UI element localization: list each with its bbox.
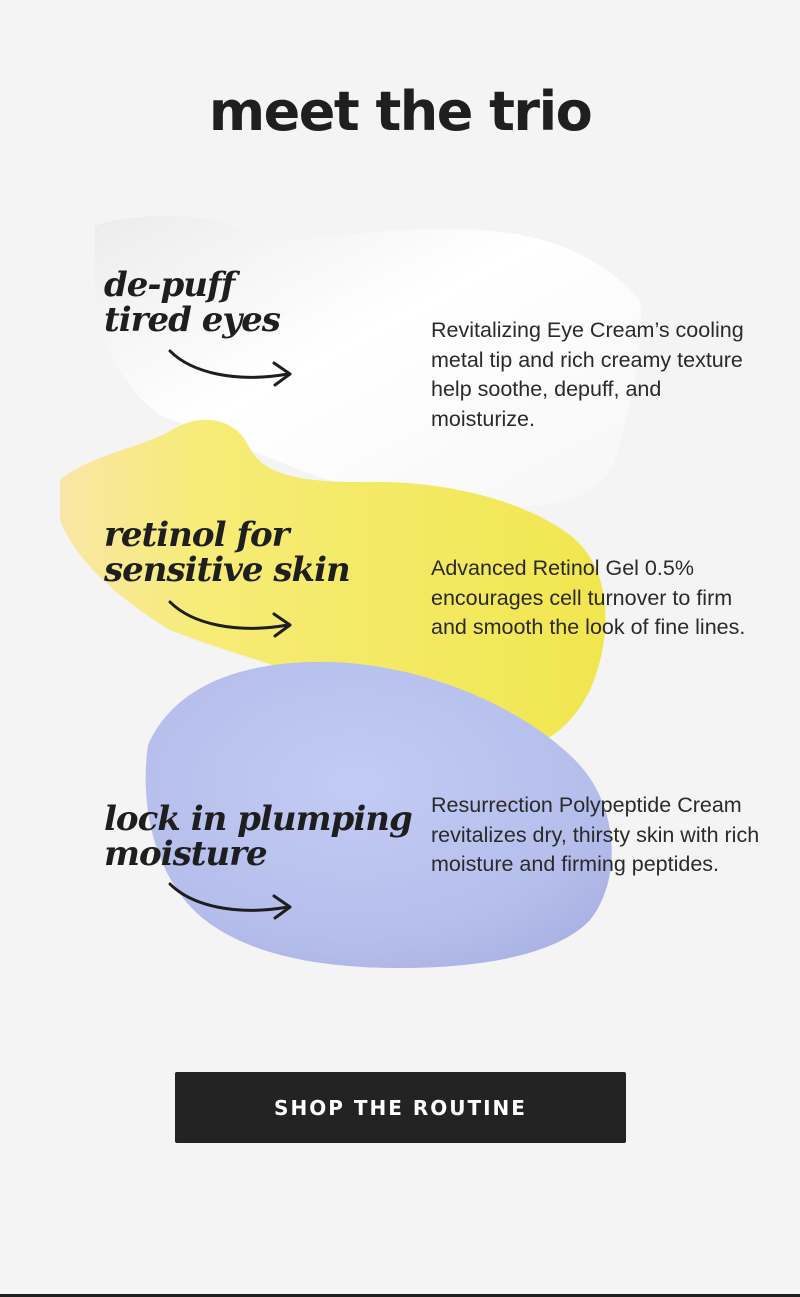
polypeptide-description: Resurrection Polypeptide Cream revitaliz… <box>431 793 760 876</box>
polypeptide-headline-line-1: lock in plumping <box>104 799 413 839</box>
shop-the-routine-button[interactable]: SHOP THE ROUTINE <box>175 1072 626 1143</box>
arrow-right-icon <box>168 349 292 387</box>
blue-cream-swatch <box>145 661 612 968</box>
polypeptide-headline: lock in plumping moisture <box>104 799 413 874</box>
retinol-headline: retinol for sensitive skin <box>104 515 351 590</box>
eye-cream-description: Revitalizing Eye Cream’s cooling metal t… <box>431 318 744 431</box>
eye-cream-headline-line-1: de-puff <box>104 265 235 305</box>
arrow-right-icon <box>168 600 292 638</box>
bottom-divider <box>0 1294 800 1297</box>
arrow-right-icon <box>168 882 292 920</box>
retinol-headline-line-1: retinol for <box>104 515 290 555</box>
polypeptide-headline-line-2: moisture <box>104 834 268 874</box>
page-title: meet the trio <box>208 80 593 143</box>
eye-cream-headline: de-puff tired eyes <box>104 265 281 340</box>
retinol-headline-line-2: sensitive skin <box>104 550 351 590</box>
eye-cream-headline-line-2: tired eyes <box>104 300 281 340</box>
yellow-gel-swatch <box>60 419 606 750</box>
retinol-description: Advanced Retinol Gel 0.5% encourages cel… <box>431 556 746 639</box>
